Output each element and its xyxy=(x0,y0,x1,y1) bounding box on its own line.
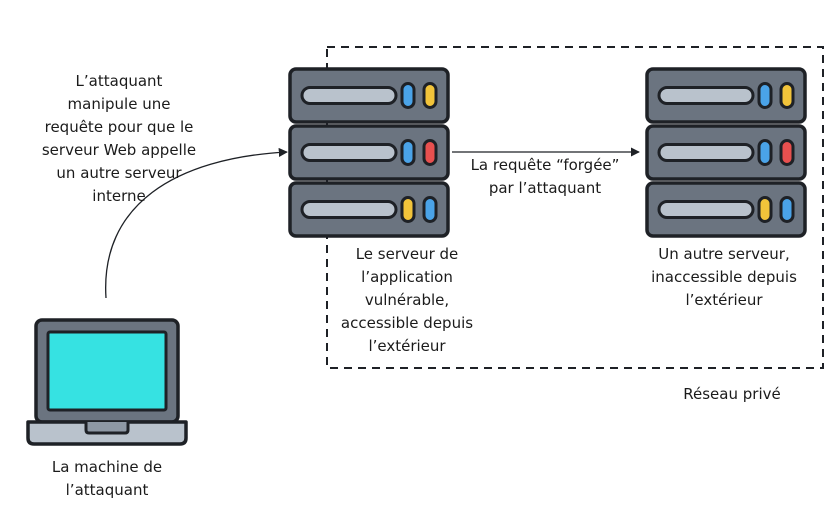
server-drive-slot xyxy=(657,143,755,162)
status-led-yellow xyxy=(757,196,773,223)
laptop-trackpad-notch xyxy=(84,422,130,435)
status-led-blue xyxy=(757,82,773,109)
status-led-blue xyxy=(779,196,795,223)
laptop-icon xyxy=(26,318,188,446)
private-network-label: Réseau privé xyxy=(683,385,781,403)
internal-server-label: Un autre serveur, inaccessible depuis l’… xyxy=(651,245,797,309)
status-led-yellow xyxy=(779,82,795,109)
vulnerable-server-label: Le serveur de l’application vulnérable, … xyxy=(340,245,474,355)
status-led-yellow xyxy=(422,82,438,109)
server-drive-slot xyxy=(300,200,398,219)
server-drive-slot xyxy=(300,86,398,105)
status-led-blue xyxy=(400,139,416,166)
attacker-machine-label: La machine de l’attaquant xyxy=(51,458,163,499)
server-drive-slot xyxy=(300,143,398,162)
status-led-red xyxy=(422,139,438,166)
server-drive-slot xyxy=(657,200,755,219)
internal-server-icon xyxy=(645,67,807,238)
server-drive-slot xyxy=(657,86,755,105)
status-led-blue xyxy=(757,139,773,166)
attacker-note-label: L’attaquant manipule une requête pour qu… xyxy=(41,72,197,205)
status-led-blue xyxy=(422,196,438,223)
vulnerable-server-icon xyxy=(288,67,450,238)
status-led-blue xyxy=(400,82,416,109)
laptop-screen xyxy=(46,330,168,412)
attacker-to-server-arrow xyxy=(105,147,288,299)
status-led-yellow xyxy=(400,196,416,223)
status-led-red xyxy=(779,139,795,166)
forged-request-label: La requête “forgée” par l’attaquant xyxy=(470,156,620,197)
